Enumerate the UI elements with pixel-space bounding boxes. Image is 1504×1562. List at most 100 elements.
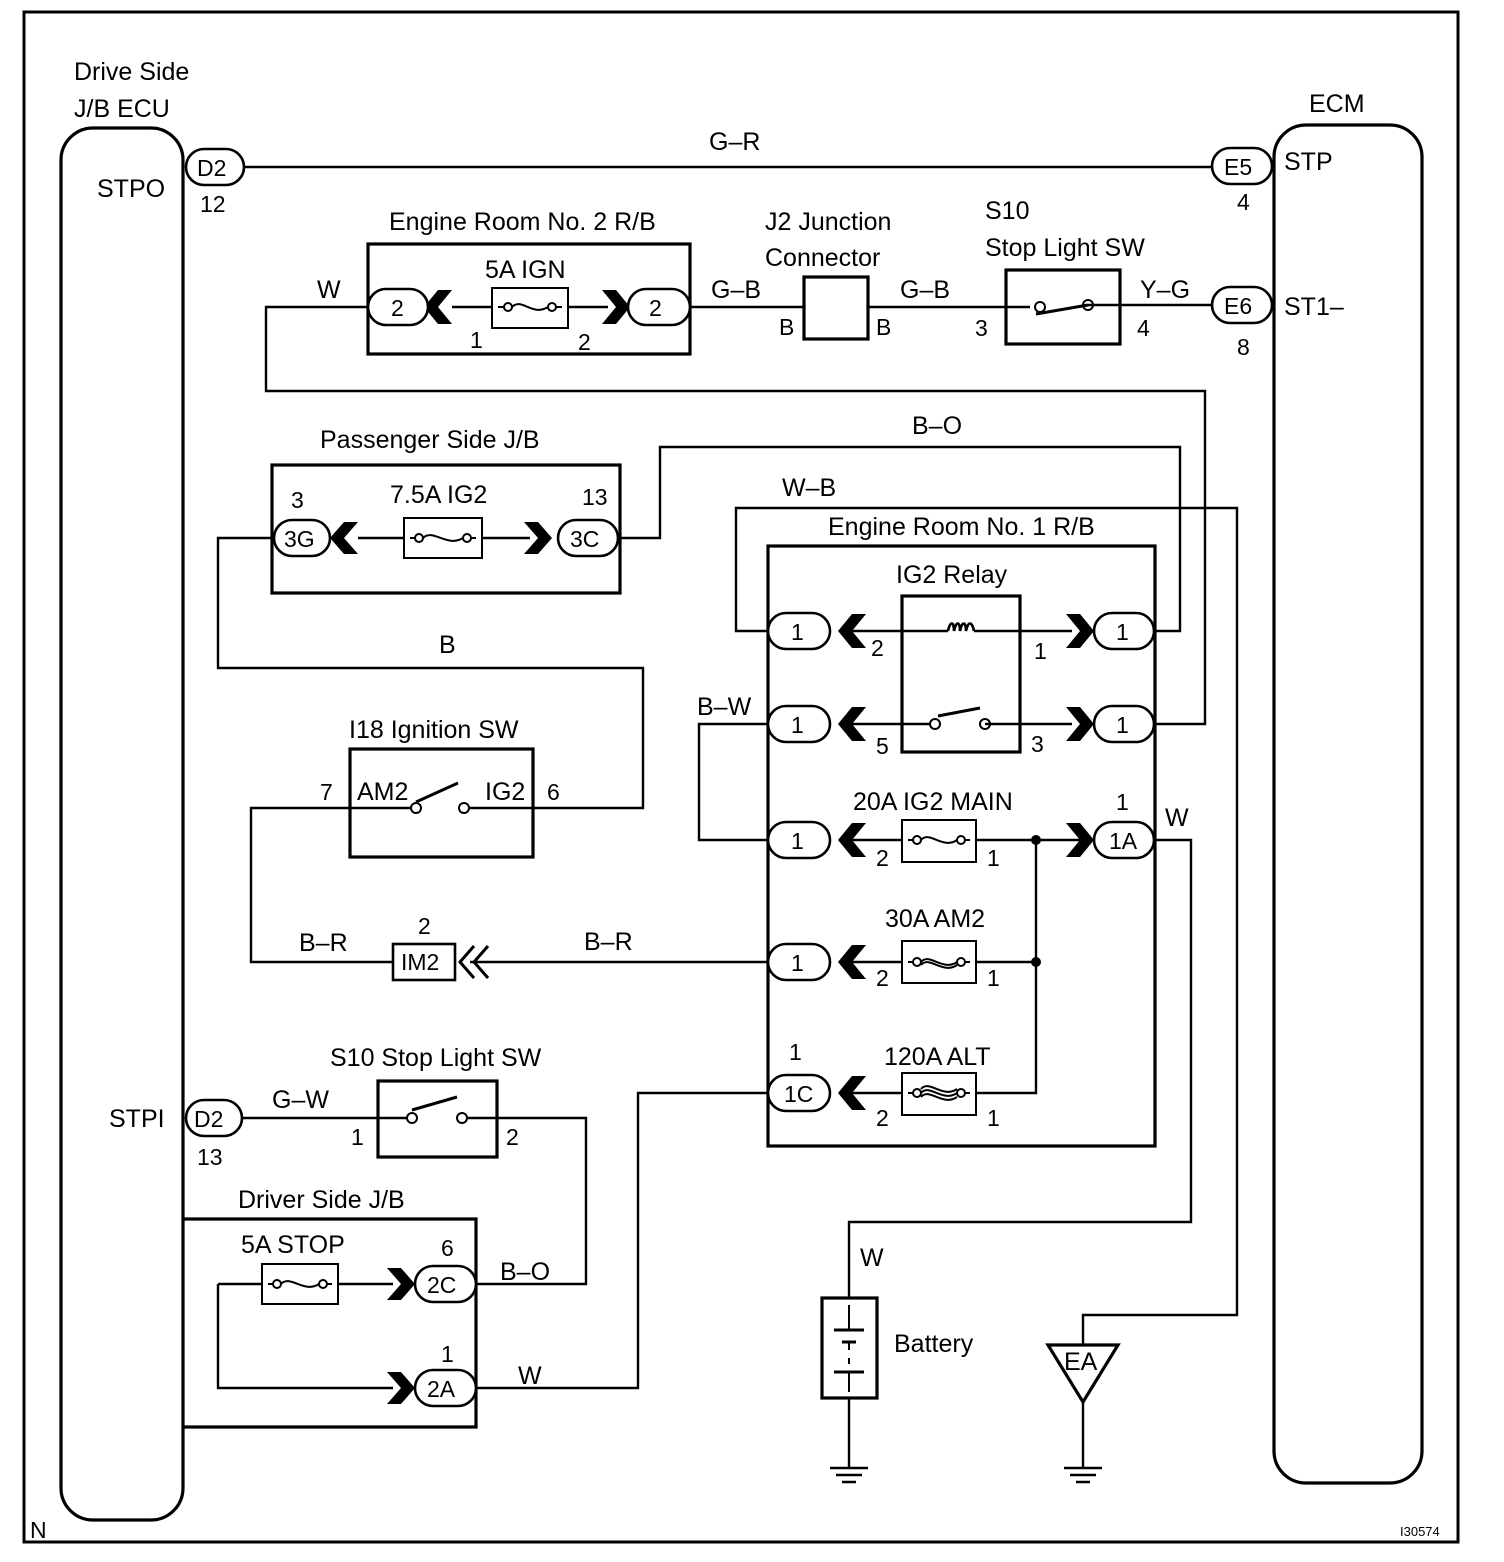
engine-room-no1-rb: Engine Room No. 1 R/B IG2 Relay 2 1 5 3 … [766,513,1157,1148]
connector-code: 1A [1109,828,1138,854]
wire-label: B [439,631,456,659]
ig2-relay-title: IG2 Relay [896,561,1008,589]
connector-relay-3 [1092,704,1156,744]
j2-pin-left: B [779,314,794,340]
connector-chevron [424,290,452,324]
junction-dot [1031,835,1041,845]
wire-label: W–B [782,474,836,502]
pin-label: 8 [1237,334,1250,360]
pin-label: 2 [578,329,591,355]
fuse-5a-stop-label: 5A STOP [241,1231,345,1259]
am2-terminal-label: AM2 [357,778,408,806]
connector-code: 1 [791,712,804,738]
ecu-title-line2: J/B ECU [74,95,170,123]
connector-d2-bottom [184,1098,244,1138]
wires [216,165,1239,1468]
pin-label: 13 [197,1144,223,1170]
junction-dot [1031,957,1041,967]
connector-ig2-main [766,820,832,860]
er2-rb-title: Engine Room No. 2 R/B [389,208,656,236]
wire-label: Y–G [1140,276,1190,304]
connector-chevron [838,823,866,857]
pin-label: 1 [1116,789,1129,815]
pin-label: 3 [1031,731,1044,757]
connector-chevron [387,1268,415,1300]
ecm: ECM STP ST1– [1272,90,1424,1485]
connector-e6 [1210,285,1274,325]
wire-label: G–W [272,1086,329,1114]
connector-chevron [602,290,630,324]
pin-label: 5 [876,733,889,759]
pin-label: 1 [470,327,483,353]
pin-label: 2 [876,965,889,991]
fuse-5a-ign-label: 5A IGN [485,256,566,284]
pin-label: 3 [291,487,304,513]
ignition-switch-title: I18 Ignition SW [349,716,519,744]
connector-1a [1092,820,1156,860]
pin-label: 2 [506,1124,519,1150]
connector-chevron [1066,707,1094,741]
connector-chevron [524,522,552,554]
j2-pin-right: B [876,314,891,340]
ecu-title-line1: Drive Side [74,58,189,86]
connector-code: E6 [1224,293,1252,319]
pin-label: 1 [789,1039,802,1065]
wire-label: B–W [697,693,752,721]
st1-terminal-label: ST1– [1284,293,1344,321]
engine-room-no2-rb: Engine Room No. 2 R/B 5A IGN 1 2 [366,208,692,356]
wire-label: B–R [584,928,633,956]
ecm-title: ECM [1309,90,1365,118]
stpo-terminal-label: STPO [97,175,165,203]
connector-code: 1 [1116,619,1129,645]
connector-code: 2A [427,1376,456,1402]
pin-label: 13 [582,484,608,510]
connector-code: 2 [391,295,404,321]
connector-code: D2 [197,155,226,181]
er1-rb-title: Engine Room No. 1 R/B [828,513,1095,541]
stpi-terminal-label: STPI [109,1105,165,1133]
connector-d2-top [184,147,246,187]
connector-chevron [838,1076,866,1110]
battery: Battery [820,1296,974,1484]
connector-code: 1C [784,1081,813,1107]
connector-2a [413,1368,478,1408]
connector-chevron [838,945,866,979]
pin-label: 6 [547,779,560,805]
psj-title: Passenger Side J/B [320,426,540,454]
connector-pills: D2 12 E5 4 E6 8 2 2 3G 3C 1 1 1 1 1C 1 1 [184,146,1274,1408]
connector-code: 1 [791,828,804,854]
fuse-20a-ig2-main-label: 20A IG2 MAIN [853,788,1013,816]
connector-er2-right [626,287,692,327]
wire-label: G–R [709,128,760,156]
fuse-5a-stop [261,1263,339,1305]
connector-relay-5 [766,704,832,744]
s10-bottom-title: S10 Stop Light SW [330,1044,542,1072]
connector-3c [556,518,620,558]
pin-label: 12 [200,191,226,217]
ig2-terminal-label: IG2 [485,778,525,806]
pin-label: 2 [876,845,889,871]
fuse-7-5a-ig2-label: 7.5A IG2 [390,481,487,509]
connector-code: 1 [1116,712,1129,738]
ea-ground: EA [1045,1343,1121,1484]
wire-label: W [860,1244,884,1272]
pin-label: 2 [876,1105,889,1131]
corner-mark: N [30,1517,47,1543]
s10-top-title-line2: Stop Light SW [985,234,1145,262]
pin-label: 1 [441,1341,454,1367]
wire-label: B–R [299,929,348,957]
connector-er2-left [366,287,430,327]
driver-side-jb-ecu: Drive Side J/B ECU STPO STPI [59,58,189,1522]
pin-label: 1 [987,845,1000,871]
j2-title-line2: Connector [765,244,880,272]
wire-label: W [1165,804,1189,832]
pin-label: 1 [987,965,1000,991]
pin-label: 1 [351,1124,364,1150]
connector-code: 3C [570,526,599,552]
diagram-id: I30574 [1400,1524,1440,1539]
wire-label: G–B [711,276,761,304]
fuse-120a-alt-label: 120A ALT [884,1043,991,1071]
wire-label: B–O [500,1258,550,1286]
ground-label: EA [1064,1348,1098,1376]
